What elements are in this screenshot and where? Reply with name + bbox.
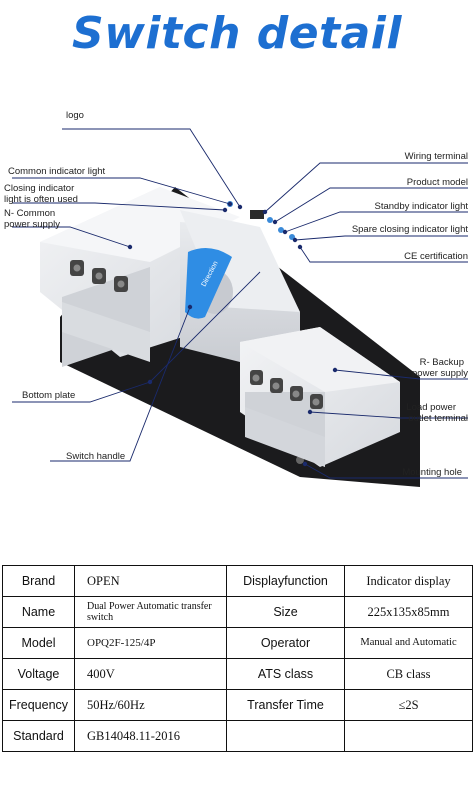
label-r-backup-2: power supply [412,368,468,379]
label-bottom-plate: Bottom plate [22,390,75,401]
label-wiring-terminal: Wiring terminal [405,151,468,162]
label-switch-handle: Switch handle [66,451,125,462]
label-logo: logo [66,110,84,121]
page-title: Switch detail [72,8,402,59]
spec-value [344,720,473,752]
spec-value: Indicator display [344,565,473,597]
spec-value: OPQ2F-125/4P [74,627,227,659]
table-row: Name Dual Power Automatic transfer switc… [2,596,473,628]
spec-key: Size [226,596,345,628]
spec-value: OPEN [74,565,227,597]
spec-key: Standard [2,720,75,752]
spec-value: Dual Power Automatic transfer switch [74,596,227,628]
label-spare-closing: Spare closing indicator light [352,224,469,235]
label-r-backup-1: R- Backup [420,357,464,368]
spec-key: Voltage [2,658,75,690]
spec-value: 225x135x85mm [344,596,473,628]
table-row: Standard GB14048.11-2016 [2,720,473,752]
spec-table: Brand OPEN Displayfunction Indicator dis… [2,565,473,752]
label-closing-indicator-1: Closing indicator [4,183,74,194]
spec-key: Transfer Time [226,689,345,721]
spec-value: 50Hz/60Hz [74,689,227,721]
label-mounting-hole: Mounting hole [402,467,462,478]
spec-value: CB class [344,658,473,690]
label-product-model: Product model [407,177,468,188]
spec-key: Frequency [2,689,75,721]
label-common-indicator: Common indicator light [8,166,106,177]
spec-value: GB14048.11-2016 [74,720,227,752]
spec-key: Model [2,627,75,659]
spec-value: Manual and Automatic [344,627,473,659]
label-ce: CE certification [404,251,468,262]
label-load-power-1: Load power [406,402,456,413]
spec-key: Name [2,596,75,628]
label-load-power-2: outlet terminal [408,413,468,424]
switch-handle [185,248,232,319]
spec-key: Displayfunction [226,565,345,597]
table-row: Model OPQ2F-125/4P Operator Manual and A… [2,627,473,659]
table-row: Voltage 400V ATS class CB class [2,658,473,690]
spec-key: ATS class [226,658,345,690]
label-closing-indicator-2: light is often used [4,194,78,205]
label-n-common-1: N- Common [4,208,55,219]
table-row: Frequency 50Hz/60Hz Transfer Time ≤2S [2,689,473,721]
label-n-common-2: power supply [4,219,60,230]
table-row: Brand OPEN Displayfunction Indicator dis… [2,565,473,597]
spec-value: 400V [74,658,227,690]
spec-key [226,720,345,752]
spec-key: Brand [2,565,75,597]
product-photo: Direction [4,110,469,487]
spec-key: Operator [226,627,345,659]
spec-value: ≤2S [344,689,473,721]
label-standby-indicator: Standby indicator light [375,201,469,212]
